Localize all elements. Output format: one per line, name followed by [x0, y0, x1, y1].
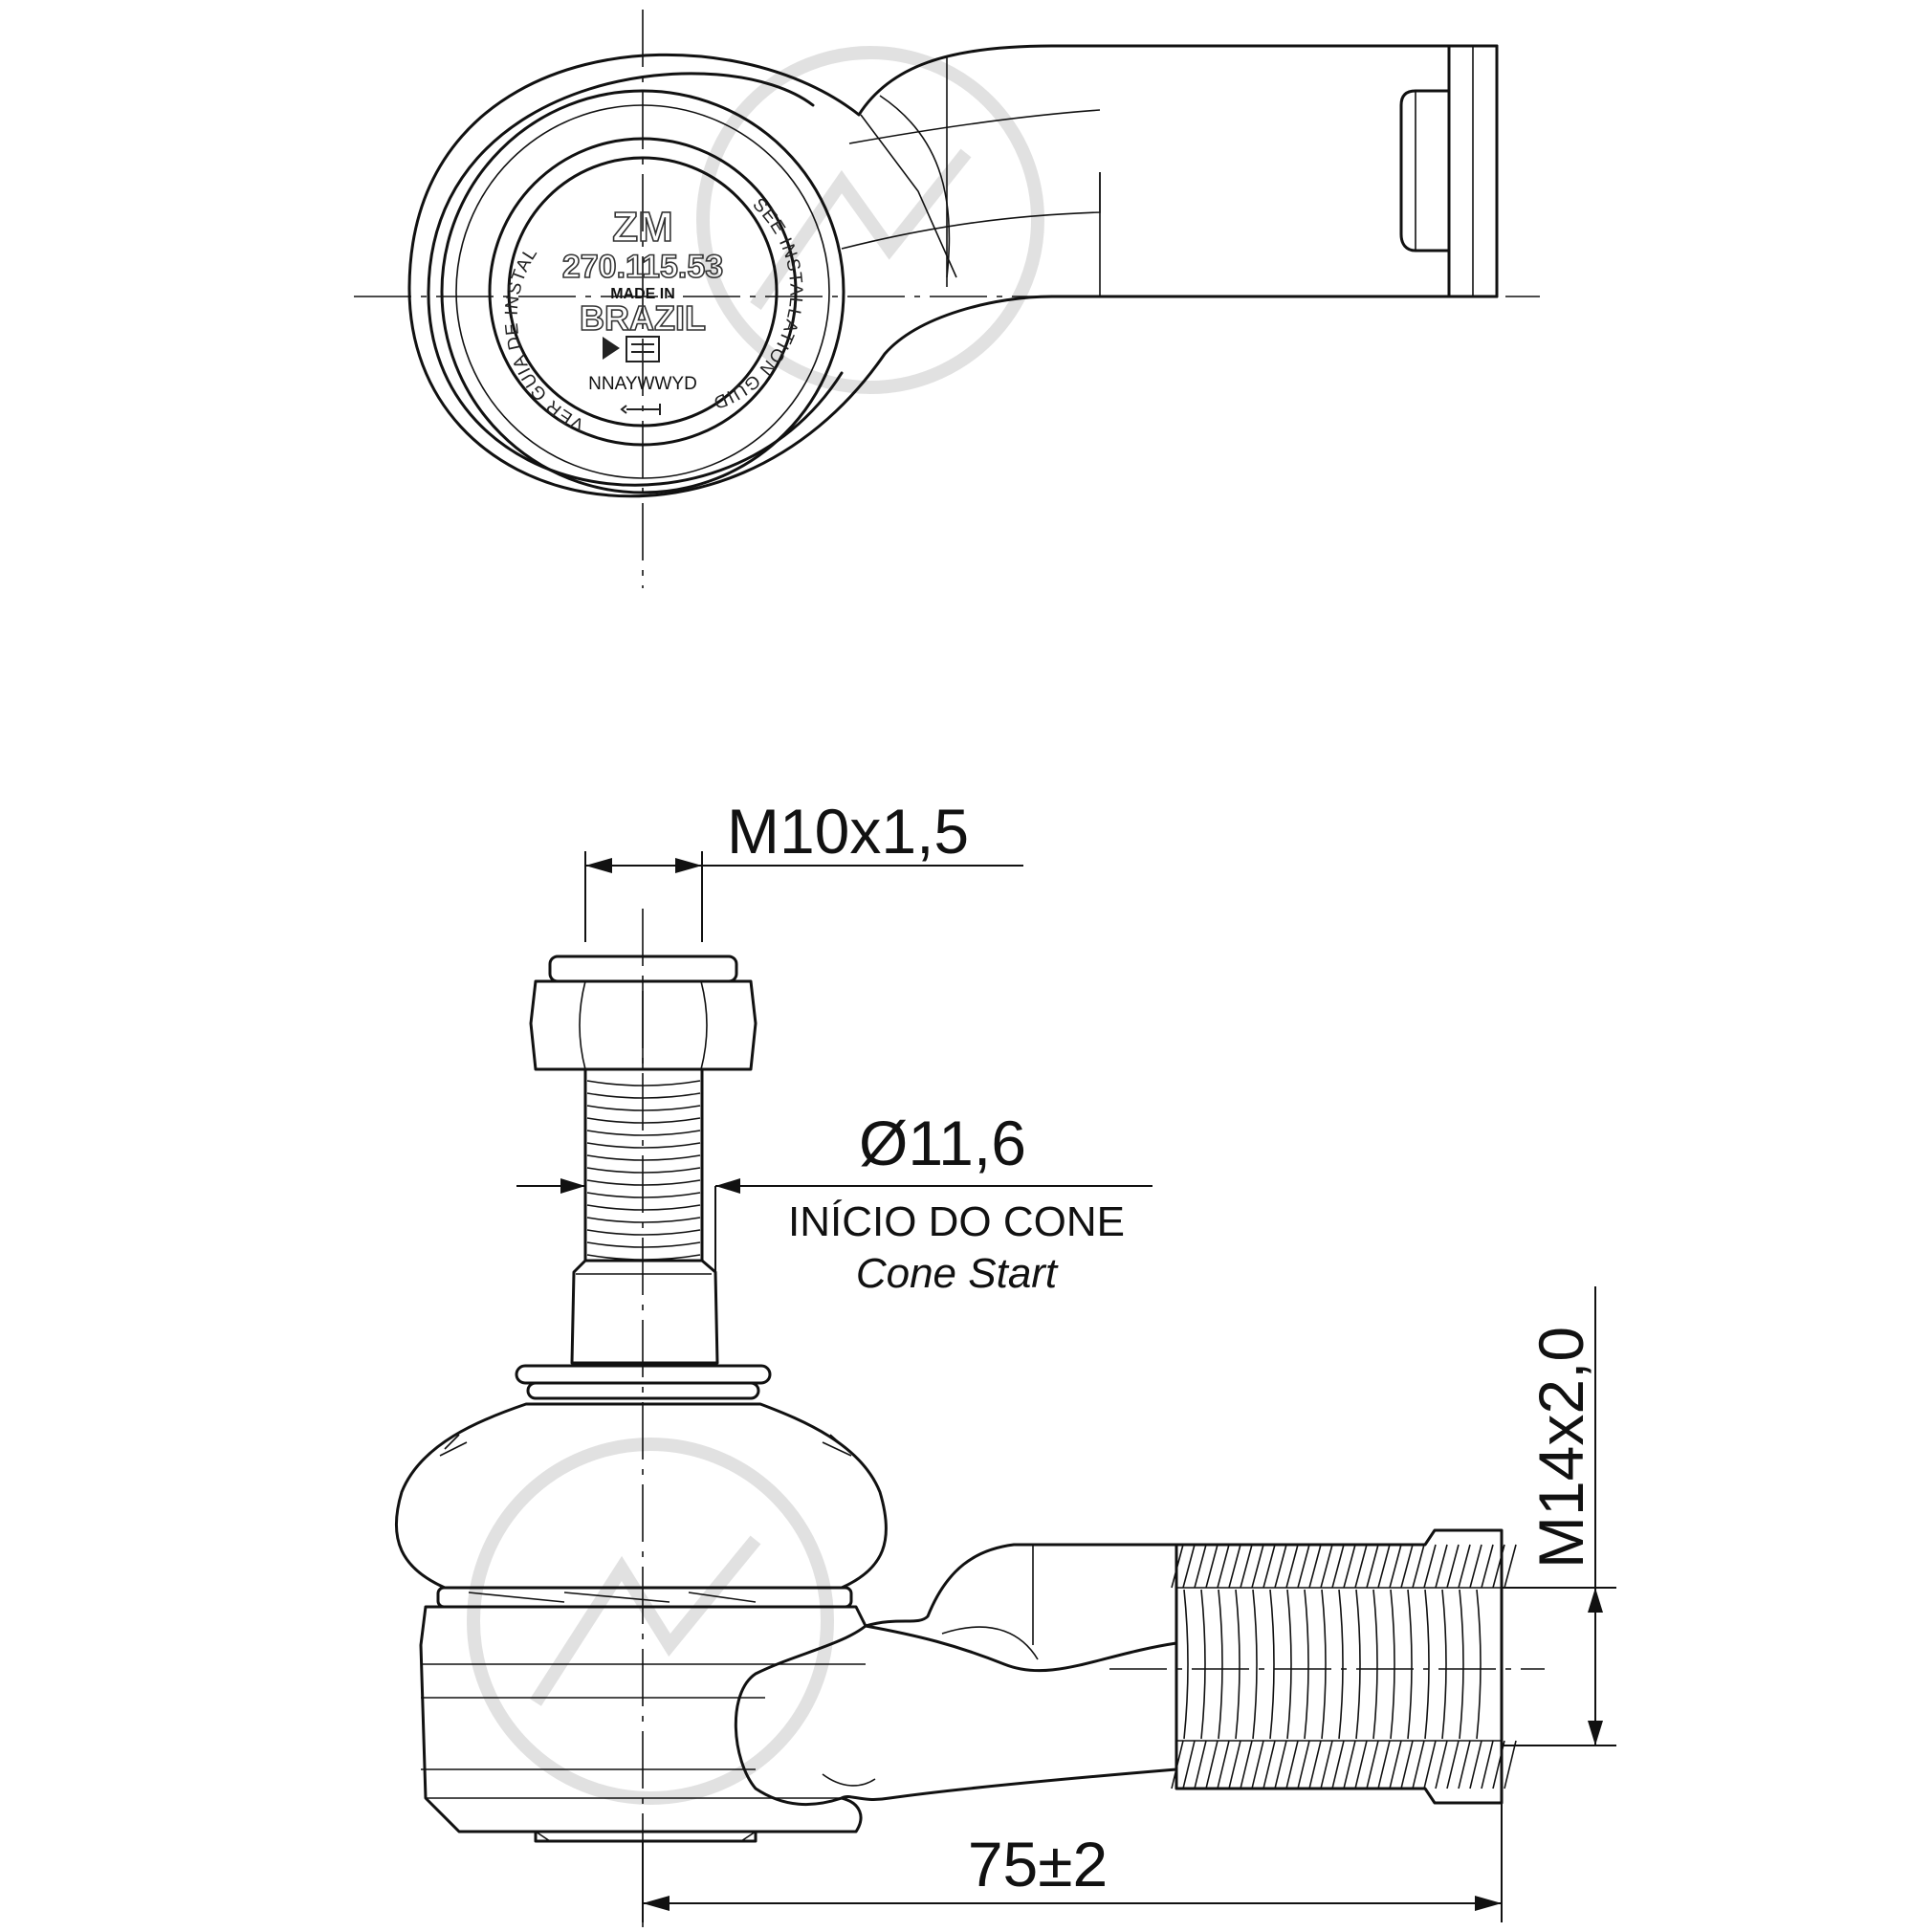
- marking-date-code: NNAYWWYD: [588, 374, 697, 394]
- marking-brand: ZM: [612, 204, 673, 251]
- top-socket-face: [488, 137, 798, 447]
- marking-made-in: MADE IN: [610, 286, 675, 302]
- dimension-shank-thread: M14x2,0: [1502, 1286, 1616, 1746]
- marking-part-number: 270.115.53: [562, 249, 723, 285]
- cone-start-label-pt: INÍCIO DO CONE: [788, 1198, 1125, 1245]
- side-view: [394, 909, 1545, 1927]
- marking-country: BRAZIL: [580, 298, 706, 338]
- marking-arc-pt: VER GUIA DE INSTALAÇÃO: [0, 0, 587, 435]
- arm: [840, 1624, 1178, 1801]
- top-view: [354, 10, 1540, 588]
- top-body-outline: [407, 44, 1499, 498]
- watermark-logo-top: [696, 46, 1044, 394]
- watermark-logo-bottom: [467, 1438, 834, 1805]
- wrench-icon: [620, 404, 661, 415]
- part-marking: ZM 270.115.53 MADE IN BRAZIL NNAYWWYD VE…: [0, 0, 805, 435]
- stud-thread-label: M10x1,5: [727, 796, 969, 867]
- vehicle-front-icon: [626, 336, 660, 362]
- top-eye-ring: [440, 89, 845, 494]
- threaded-stud: [583, 1067, 704, 1262]
- dimension-length: 75±2: [642, 1803, 1503, 1922]
- top-eye-outer: [427, 72, 844, 487]
- threaded-shank: [1171, 1528, 1517, 1805]
- cone-diameter-label: Ø11,6: [859, 1108, 1026, 1178]
- dimension-stud-thread: M10x1,5: [584, 796, 1023, 942]
- castle-nut: [529, 955, 757, 1071]
- marking-arc-en: SEE INSTALLATION GUIDE: [0, 0, 805, 413]
- housing: [419, 1605, 867, 1833]
- top-stamp-face: [507, 156, 779, 428]
- top-shank-flat: [1399, 89, 1451, 252]
- stud-cone: [570, 1259, 719, 1365]
- length-label: 75±2: [968, 1829, 1108, 1899]
- arm-top: [864, 1543, 1178, 1645]
- cone-start-label-en: Cone Start: [856, 1250, 1059, 1297]
- dimension-cone-diameter: Ø11,6 INÍCIO DO CONE Cone Start: [516, 1108, 1153, 1297]
- recycle-arrow-icon: [603, 337, 620, 360]
- shank-thread-label: M14x2,0: [1526, 1327, 1596, 1569]
